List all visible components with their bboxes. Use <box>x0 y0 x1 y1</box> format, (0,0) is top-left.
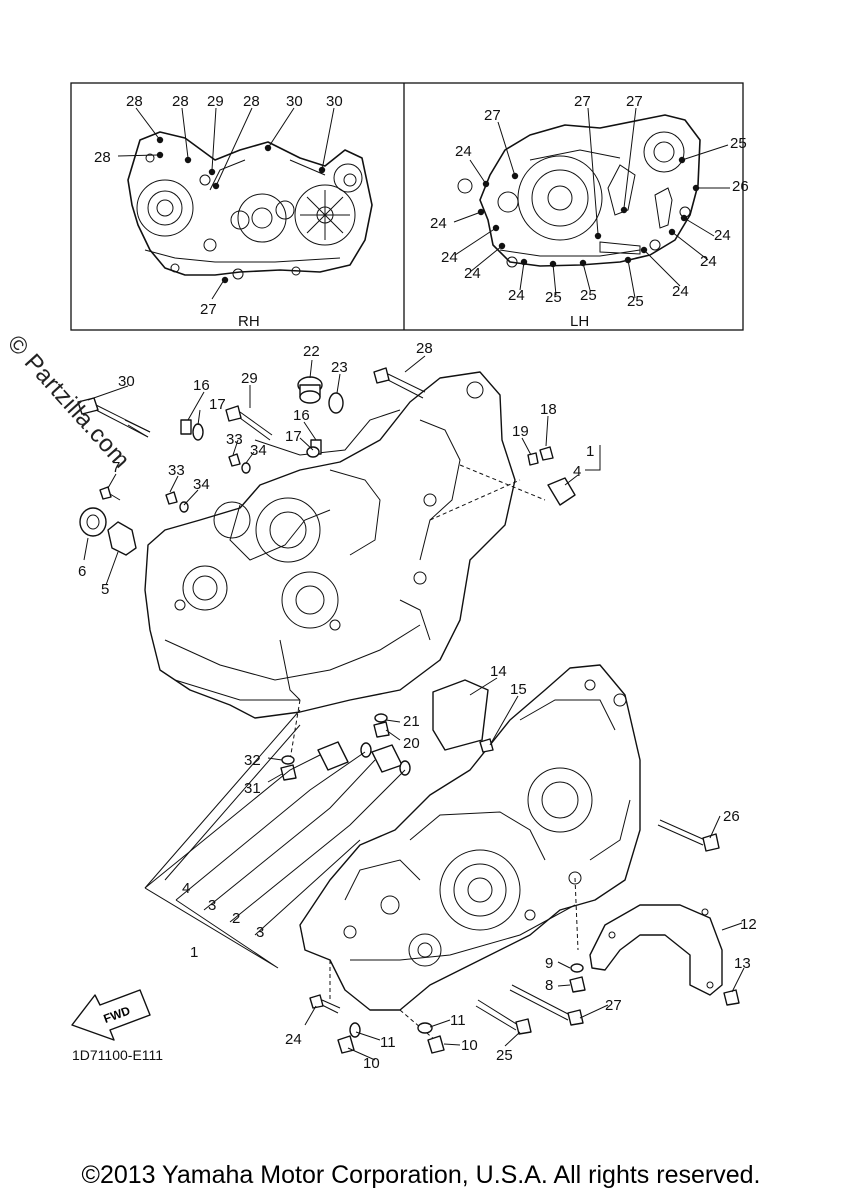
callout-number: 25 <box>627 293 644 310</box>
callout-number: 1 <box>190 944 198 961</box>
callout-number: 4 <box>182 880 190 897</box>
callout-number: 2 <box>232 910 240 927</box>
callout-number: 8 <box>545 977 553 994</box>
callout-number: 26 <box>723 808 740 825</box>
callout-number: 12 <box>740 916 757 933</box>
callout-number: 18 <box>540 401 557 418</box>
callout-number: 4 <box>573 463 581 480</box>
callout-number: 7 <box>112 459 120 476</box>
callout-number: 31 <box>244 780 261 797</box>
callout-number: 21 <box>403 713 420 730</box>
callout-number: 25 <box>496 1047 513 1064</box>
small-parts <box>77 367 740 1054</box>
lower-crankcase-half <box>299 664 641 1041</box>
lh-callouts: 27 27 27 25 24 26 24 24 24 24 24 24 25 2… <box>430 93 749 330</box>
callout-number: 27 <box>605 997 622 1014</box>
callout-number: 24 <box>672 283 689 300</box>
diagram-code: 1D71100-E111 <box>72 1047 163 1063</box>
callout-number: 30 <box>118 373 135 390</box>
rh-crankcase-outline <box>117 107 373 300</box>
callout-number: 29 <box>241 370 258 387</box>
fwd-arrow: FWD <box>71 989 151 1041</box>
callout-number: 33 <box>168 462 185 479</box>
callout-number: 23 <box>331 359 348 376</box>
callout-number: 24 <box>508 287 525 304</box>
callout-number: 27 <box>484 107 501 124</box>
rh-callouts: 28 28 29 28 30 30 28 27 RH <box>94 93 343 330</box>
callout-number: 33 <box>226 431 243 448</box>
rh-label: RH <box>238 313 260 330</box>
main-callouts: 22 23 28 16 17 29 30 33 34 16 17 18 19 1… <box>78 340 757 1072</box>
callout-number: 25 <box>545 289 562 306</box>
leader-lines <box>83 355 745 1061</box>
callout-number: 29 <box>207 93 224 110</box>
callout-number: 24 <box>714 227 731 244</box>
callout-number: 25 <box>580 287 597 304</box>
callout-number: 5 <box>101 581 109 598</box>
inset-frame <box>70 82 744 331</box>
callout-number: 19 <box>512 423 529 440</box>
callout-number: 10 <box>363 1055 380 1072</box>
lh-label: LH <box>570 313 589 330</box>
callout-number: 25 <box>730 135 747 152</box>
callout-number: 1 <box>586 443 594 460</box>
callout-number: 24 <box>285 1031 302 1048</box>
callout-number: 15 <box>510 681 527 698</box>
callout-number: 28 <box>243 93 260 110</box>
callout-number: 24 <box>441 249 458 266</box>
lh-crankcase-outline <box>453 107 730 299</box>
callout-number: 24 <box>700 253 717 270</box>
callout-number: 6 <box>78 563 86 580</box>
callout-number: 17 <box>209 396 226 413</box>
callout-number: 16 <box>293 407 310 424</box>
inset-panel: 28 28 29 28 30 30 28 27 RH 27 27 27 25 2… <box>70 82 749 331</box>
callout-number: 13 <box>734 955 751 972</box>
callout-number: 28 <box>172 93 189 110</box>
callout-number: 14 <box>490 663 507 680</box>
callout-number: 20 <box>403 735 420 752</box>
callout-number: 24 <box>455 143 472 160</box>
callout-number: 26 <box>732 178 749 195</box>
callout-number: 10 <box>461 1037 478 1054</box>
upper-crankcase-half <box>144 371 546 761</box>
callout-number: 28 <box>126 93 143 110</box>
callout-number: 27 <box>200 301 217 318</box>
callout-number: 30 <box>286 93 303 110</box>
callout-number: 3 <box>208 897 216 914</box>
callout-number: 24 <box>430 215 447 232</box>
callout-number: 22 <box>303 343 320 360</box>
callout-number: 9 <box>545 955 553 972</box>
callout-number: 27 <box>626 93 643 110</box>
callout-number: 16 <box>193 377 210 394</box>
callout-number: 11 <box>380 1034 396 1051</box>
callout-number: 28 <box>94 149 111 166</box>
callout-number: 34 <box>250 442 267 459</box>
callout-number: 34 <box>193 476 210 493</box>
callout-number: 27 <box>574 93 591 110</box>
copyright-notice: ©2013 Yamaha Motor Corporation, U.S.A. A… <box>81 1161 761 1189</box>
callout-number: 11 <box>450 1012 466 1029</box>
callout-number: 24 <box>464 265 481 282</box>
callout-number: 30 <box>326 93 343 110</box>
callout-number: 17 <box>285 428 302 445</box>
callout-number: 32 <box>244 752 261 769</box>
callout-number: 3 <box>256 924 264 941</box>
callout-number: 28 <box>416 340 433 357</box>
